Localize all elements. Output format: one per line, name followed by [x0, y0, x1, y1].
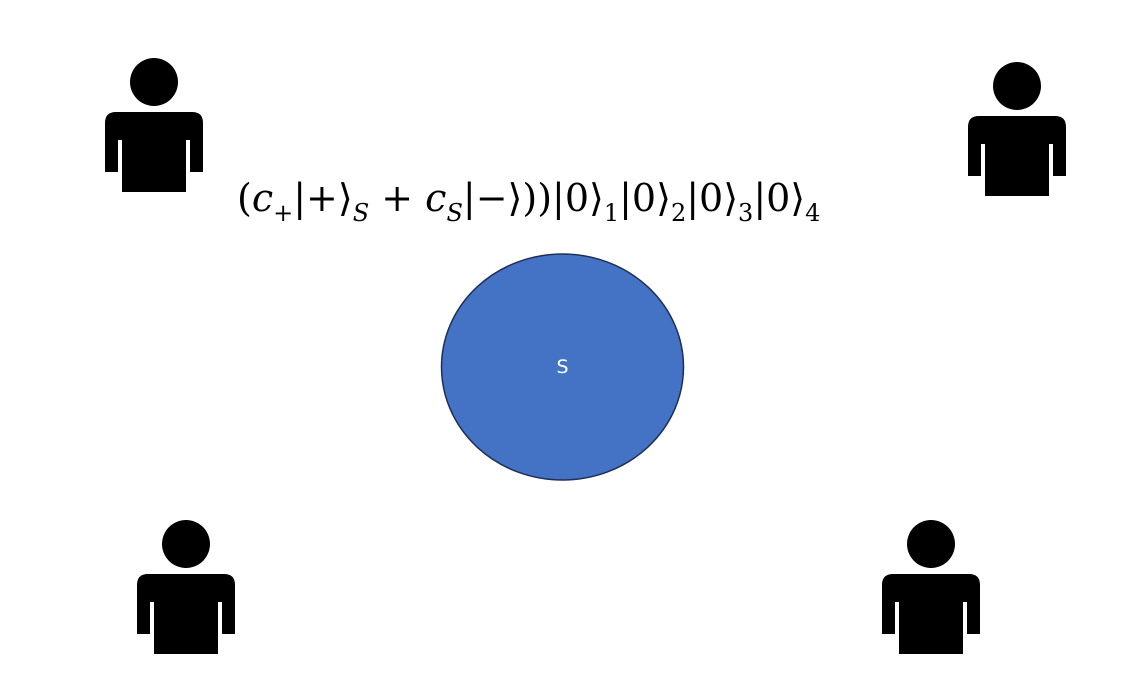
eq-c-plus-sub: +	[273, 199, 294, 227]
eq-ket-plus-sub: S	[352, 199, 370, 227]
eq-open-paren: (	[237, 176, 252, 220]
eq-ket-minus: |−⟩)	[462, 176, 538, 220]
eq-ket-0-1: )|0⟩	[537, 176, 604, 220]
eq-ket-0-3: |0⟩	[686, 176, 739, 220]
eq-sub-4: 4	[805, 199, 821, 227]
eq-ket-0-4: |0⟩	[753, 176, 806, 220]
state-equation: (c+|+⟩S + cS|−⟩))|0⟩1|0⟩2|0⟩3|0⟩4	[237, 176, 820, 225]
eq-sub-2: 2	[670, 199, 687, 227]
eq-c-s: c	[425, 176, 447, 220]
person-icon-bottom-left	[134, 520, 238, 656]
eq-c-s-sub: S	[446, 199, 463, 227]
person-icon-top-left	[102, 58, 206, 194]
person-icon-bottom-right	[879, 520, 983, 656]
eq-sub-3: 3	[738, 199, 754, 227]
source-label: S	[556, 356, 569, 378]
eq-sub-1: 1	[603, 199, 620, 227]
person-icon-top-right	[965, 62, 1069, 198]
eq-c-plus: c	[251, 176, 274, 220]
source-ellipse	[440, 253, 685, 481]
eq-ket-0-2: |0⟩	[619, 176, 671, 220]
eq-plus-op: +	[369, 176, 426, 220]
eq-ket-plus: |+⟩	[293, 176, 353, 220]
source-node: S	[440, 252, 685, 482]
